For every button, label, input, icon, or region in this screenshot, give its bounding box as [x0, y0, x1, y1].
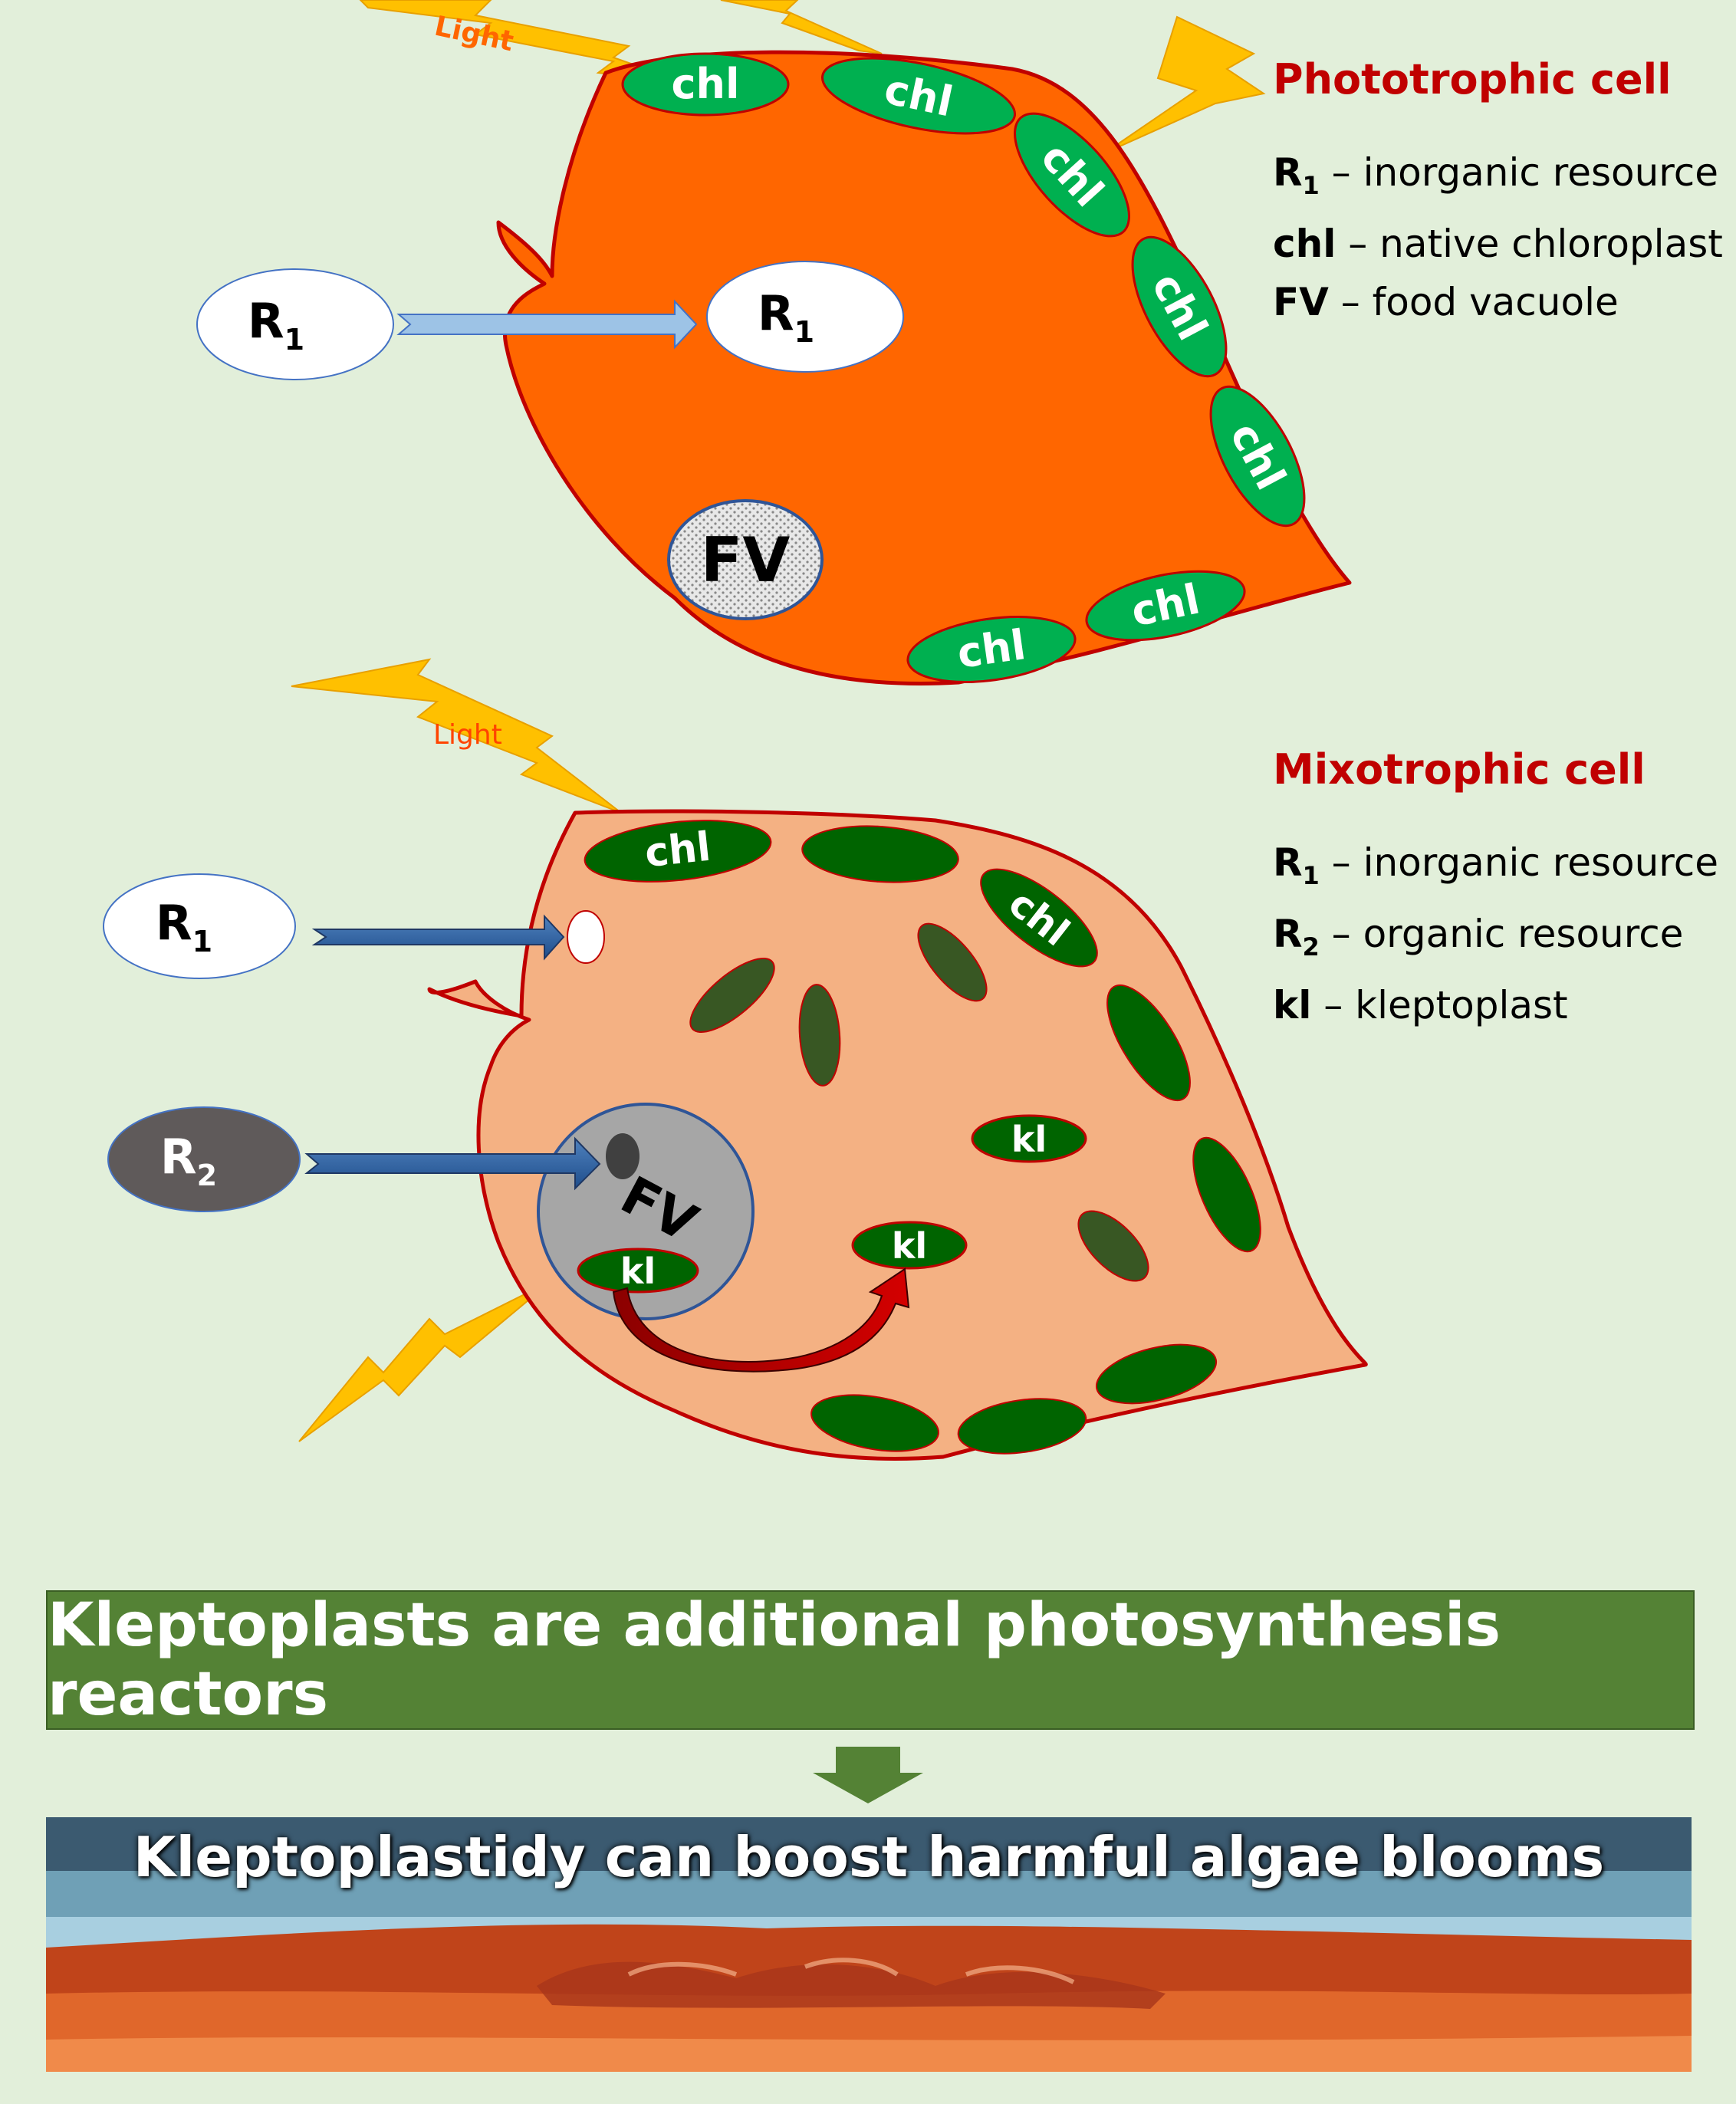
phototrophic-title: Phototrophic cell — [1273, 55, 1672, 104]
legend-sub: 1 — [1302, 861, 1320, 890]
legend-term: chl — [1273, 222, 1337, 266]
r1-particle-inside — [567, 910, 605, 964]
kl-label: kl — [892, 1225, 927, 1267]
kleptoplast-in-vacuole — [577, 1248, 699, 1294]
chloroplast-mixo-2 — [801, 825, 959, 883]
r1-outside-mixo: R1 — [103, 873, 296, 979]
legend-term: FV — [1273, 280, 1329, 324]
chloroplast-mixo-4 — [1106, 984, 1191, 1102]
mixotrophic-title: Mixotrophic cell — [1273, 745, 1646, 794]
legend-term: kl — [1273, 983, 1312, 1027]
chloroplast-mixo-5 — [1192, 1136, 1261, 1253]
bloom-caption-box: Kleptoplastidy can boost harmful algae b… — [46, 1817, 1692, 2072]
chloroplast-6: chl — [1085, 570, 1246, 642]
light-label-top: Light — [432, 11, 516, 58]
r1-letter: R — [758, 285, 794, 341]
chl-label: chl — [643, 824, 712, 877]
uptake-arrow-r1-mixo — [311, 914, 565, 961]
kleptoplast-transfer-arrow — [612, 1267, 910, 1373]
chl-label: chl — [954, 620, 1028, 678]
legend-desc: – inorganic resource — [1319, 150, 1719, 195]
legend-sub: 1 — [1302, 171, 1320, 200]
chl-label: chl — [672, 60, 740, 108]
kleptoplast-interior-3 — [917, 922, 988, 1002]
chloroplast-mixo-1: chl — [584, 820, 772, 883]
r1-sub: 1 — [794, 315, 814, 349]
r1-outside-top: R1 — [196, 268, 394, 380]
r1-sub: 1 — [192, 925, 212, 958]
legend-term: R — [1273, 840, 1303, 885]
legend-row: kl – kleptoplast — [1273, 976, 1718, 1034]
r2-letter: R — [160, 1129, 197, 1185]
uptake-arrow-r2-mixo — [304, 1136, 601, 1191]
svg-text:R1: R1 — [248, 293, 304, 357]
fv-label: FV — [701, 524, 791, 596]
kleptoplast-labeled-2: kl — [851, 1221, 968, 1270]
legend-row: R2 – organic resource — [1273, 905, 1718, 976]
legend-term: R — [1273, 912, 1303, 956]
svg-text:R1: R1 — [156, 895, 212, 958]
svg-text:R1: R1 — [758, 285, 814, 349]
light-bolt-top-right — [1103, 15, 1266, 154]
r1-sub: 1 — [284, 323, 304, 357]
kleptoplast-labeled-1: kl — [971, 1114, 1087, 1163]
kl-label: kl — [620, 1251, 656, 1292]
chloroplast-mixo-7 — [957, 1398, 1087, 1455]
r1-letter: R — [156, 895, 192, 951]
r1-letter: R — [248, 293, 284, 349]
legend-term: R — [1273, 150, 1303, 195]
legend-row: FV – food vacuole — [1273, 273, 1723, 331]
legend-desc: – kleptoplast — [1311, 983, 1568, 1027]
light-bolt-top-center — [720, 0, 883, 54]
light-label-mixo: Light — [433, 719, 502, 751]
food-vacuole: FV — [667, 499, 824, 620]
bloom-caption: Kleptoplastidy can boost harmful algae b… — [133, 1825, 1605, 1889]
legend-desc: – native chloroplast — [1336, 222, 1723, 266]
kl-label: kl — [1011, 1119, 1047, 1160]
r1-inside-top: R1 — [706, 261, 904, 373]
legend-row: chl – native chloroplast — [1273, 215, 1723, 273]
kleptoplast-interior-1 — [689, 957, 775, 1034]
food-vacuole-mixo: FV kl — [537, 1103, 755, 1320]
chloroplast-2: chl — [820, 57, 1017, 135]
chloroplast-7: chl — [906, 616, 1077, 683]
legend-desc: – inorganic resource — [1319, 840, 1719, 885]
organic-particle — [606, 1133, 639, 1179]
algae-bloom-image — [46, 1817, 1692, 2072]
mixotrophic-legend: Mixotrophic cell R1 – inorganic resource… — [1273, 745, 1718, 1034]
phototrophic-legend: Phototrophic cell R1 – inorganic resourc… — [1273, 55, 1723, 331]
legend-desc: – organic resource — [1319, 912, 1684, 956]
conclusion-banner: Kleptoplasts are additional photosynthes… — [46, 1590, 1695, 1730]
legend-row: R1 – inorganic resource — [1273, 143, 1723, 215]
chloroplast-1: chl — [621, 52, 790, 117]
svg-text:R2: R2 — [160, 1129, 217, 1192]
light-bolt-mixo-bottom — [298, 1280, 553, 1442]
legend-row: R1 – inorganic resource — [1273, 833, 1718, 905]
legend-desc: – food vacuole — [1328, 280, 1619, 324]
chloroplast-mixo-6 — [1095, 1343, 1218, 1405]
chloroplast-mixo-8 — [810, 1394, 939, 1452]
down-arrow — [813, 1747, 923, 1803]
r2-sub: 2 — [197, 1159, 217, 1192]
kleptoplast-interior-2 — [798, 984, 841, 1087]
kleptoplast-interior-4 — [1077, 1210, 1149, 1282]
r2-outside-mixo: R2 — [107, 1106, 301, 1212]
legend-sub: 2 — [1302, 932, 1320, 962]
uptake-arrow-top — [396, 299, 698, 350]
